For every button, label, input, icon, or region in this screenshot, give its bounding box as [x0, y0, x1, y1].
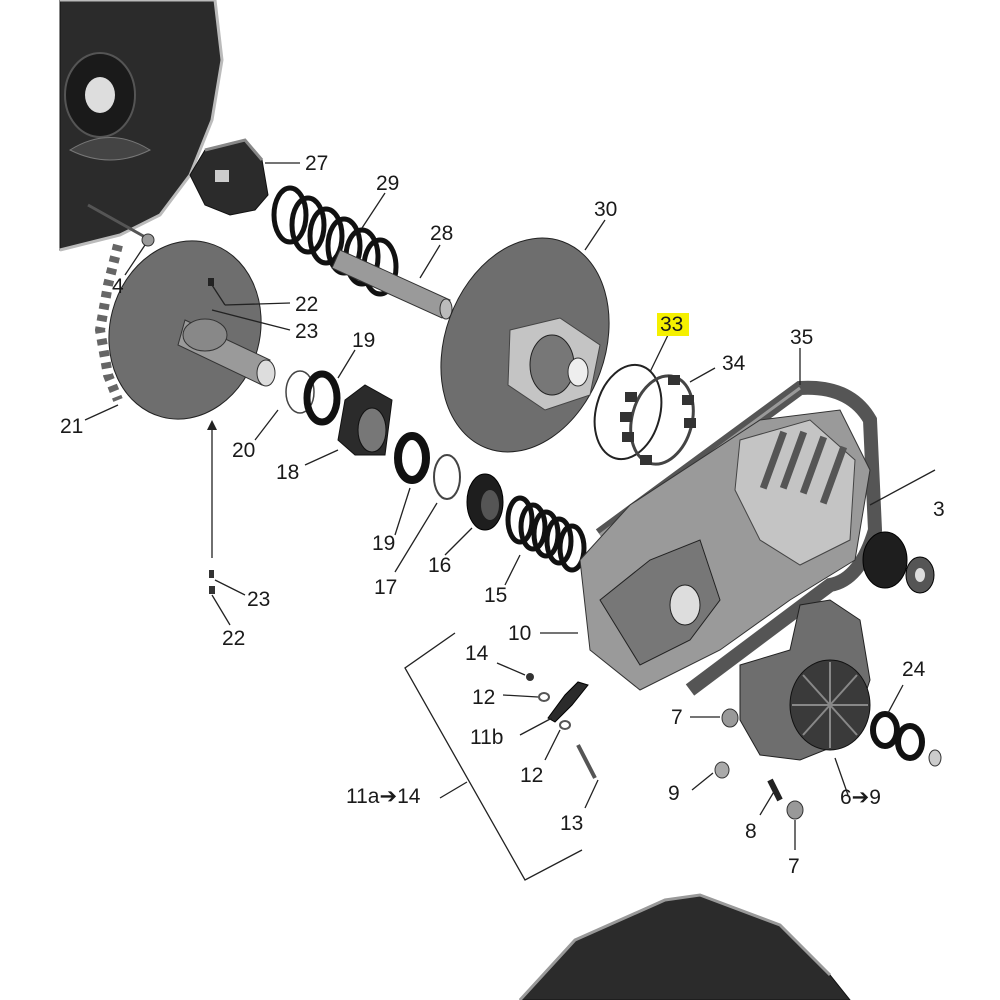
part-33-ring — [593, 363, 663, 461]
label-17: 17 — [374, 576, 397, 599]
label-21: 21 — [60, 415, 83, 438]
up-arrow-icon — [207, 420, 217, 430]
callout-labels: 27 29 28 30 4 22 23 33 19 35 34 21 20 18… — [60, 152, 945, 878]
label-24: 24 — [902, 658, 926, 681]
part-20-snap-ring — [285, 370, 315, 414]
label-27: 27 — [305, 152, 328, 175]
part-28-shaft — [331, 249, 453, 320]
label-14: 14 — [465, 642, 489, 665]
part-30-movable-sheave — [440, 237, 610, 453]
label-11a-14: 11a➔14 — [346, 785, 421, 808]
label-19-lower: 19 — [372, 532, 395, 555]
label-22-upper: 22 — [295, 293, 318, 316]
highlight-33 — [657, 313, 689, 336]
label-18: 18 — [276, 461, 299, 484]
part-7-roller-lower — [786, 800, 804, 820]
part-9-pin — [714, 761, 730, 779]
part-10-drive-pulley-housing — [579, 409, 871, 691]
part-16-seal — [466, 473, 504, 531]
part-4-bolt — [87, 203, 155, 247]
part-19-ring-upper — [303, 370, 341, 426]
part-3-bearing — [862, 531, 935, 594]
label-20: 20 — [232, 439, 255, 462]
part-34-slider-set — [620, 374, 696, 466]
label-10: 10 — [508, 622, 531, 645]
label-12-lower: 12 — [520, 764, 543, 787]
label-30: 30 — [594, 198, 617, 221]
label-34: 34 — [722, 352, 746, 375]
part-13-pin — [576, 744, 597, 779]
label-29: 29 — [376, 172, 399, 195]
part-19-ring-lower — [394, 432, 430, 484]
label-22-lower: 22 — [222, 627, 245, 650]
part-23-pin — [209, 570, 215, 594]
leader-lines — [84, 162, 936, 881]
label-3: 3 — [933, 498, 945, 521]
label-19-upper: 19 — [352, 329, 375, 352]
housing-cover-bottom — [518, 893, 851, 1000]
label-33: 33 — [660, 313, 683, 336]
label-12-upper: 12 — [472, 686, 495, 709]
label-35: 35 — [790, 326, 813, 349]
part-27-cam-arm — [189, 138, 269, 216]
label-9: 9 — [668, 782, 680, 805]
part-6-spider — [739, 599, 871, 761]
label-8: 8 — [745, 820, 757, 843]
part-12-washer-upper — [538, 692, 550, 702]
part-18-bushing — [337, 384, 393, 456]
label-23-lower: 23 — [247, 588, 270, 611]
housing-cover-top-left — [59, 0, 224, 252]
label-6-9: 6➔9 — [840, 786, 881, 809]
label-28: 28 — [430, 222, 453, 245]
part-12-washer-lower — [559, 720, 571, 730]
part-15-spring — [505, 495, 587, 573]
label-4: 4 — [112, 275, 124, 298]
part-11b-arm — [547, 681, 589, 723]
label-16: 16 — [428, 554, 451, 577]
label-11b: 11b — [470, 726, 503, 749]
part-21-fixed-sheave — [94, 240, 276, 420]
label-7-lower: 7 — [788, 855, 800, 878]
part-14-nut — [526, 673, 534, 681]
label-13: 13 — [560, 812, 583, 835]
part-7-roller-upper — [721, 708, 739, 728]
label-7-upper: 7 — [671, 706, 683, 729]
label-15: 15 — [484, 584, 507, 607]
label-23-upper: 23 — [295, 320, 318, 343]
part-17-o-ring — [433, 454, 461, 500]
part-24-washers — [870, 711, 942, 767]
